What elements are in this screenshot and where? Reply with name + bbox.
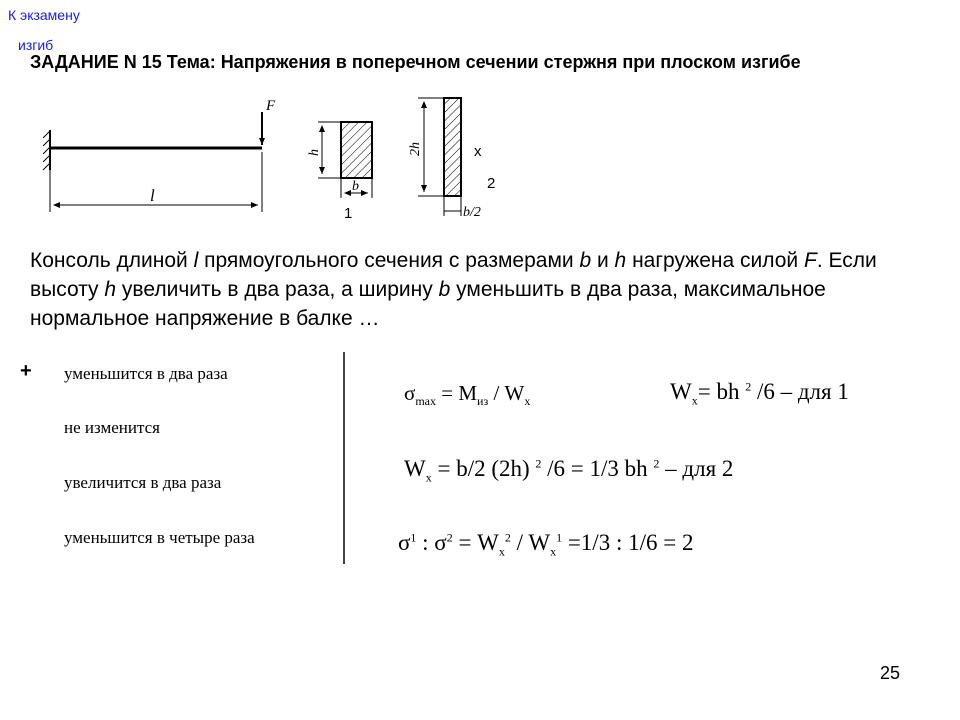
page-number: 25 [880,663,901,683]
answer-text: уменьшится в четыре раза [64,528,255,547]
force-label: F [265,98,276,114]
section-2-width-label: b/2 [463,205,481,220]
beam-figure: F l h b 1 2h b/2 x 2 [42,97,495,222]
section-2-axis-label: x [474,143,482,160]
answer-option[interactable]: увеличится в два раза [20,473,340,503]
var-width: b [438,278,451,301]
answer-option[interactable]: + уменьшится в два раза [20,360,340,394]
var-height: h [614,249,627,272]
answer-text: уменьшится в два раза [64,364,228,383]
section-2-number: 2 [487,175,495,192]
section-2-height-label: 2h [408,142,423,156]
answer-option[interactable]: не изменится [20,418,340,448]
task-title: ЗАДАНИЕ N 15 Тема: Напряжения в поперечн… [30,52,801,72]
fixed-support [42,130,51,171]
length-label: l [150,186,155,205]
var-width: b [579,249,592,272]
formula-section-modulus-2: Wx = b/2 (2h) 2 /6 = 1/3 bh 2 – для 2 [404,456,734,485]
formula-stress: σmax = Mиз / Wx [404,381,531,409]
var-length: l [193,249,199,272]
answer-text: не изменится [64,418,160,437]
var-force: F [804,249,817,272]
topic-link[interactable]: изгиб [18,37,54,53]
var-height: h [104,278,117,301]
problem-statement: Консоль длиной l прямоугольного сечения … [30,249,877,330]
correct-mark: + [20,360,32,382]
section-1-number: 1 [344,205,352,222]
section-2 [443,97,462,197]
vertical-divider [343,352,345,564]
answer-text: увеличится в два раза [64,473,222,492]
formula-section-modulus-1: Wx= bh 2 /6 – для 1 [670,379,849,408]
exam-link[interactable]: К экзамену [8,7,80,23]
section-1 [340,121,373,179]
section-1-height-label: h [307,149,322,156]
formula-stress-ratio: σ1 : σ2 = Wx2 / Wx1 =1/3 : 1/6 = 2 [398,530,694,559]
answer-option[interactable]: уменьшится в четыре раза [20,528,340,558]
section-1-width-label: b [352,179,359,194]
